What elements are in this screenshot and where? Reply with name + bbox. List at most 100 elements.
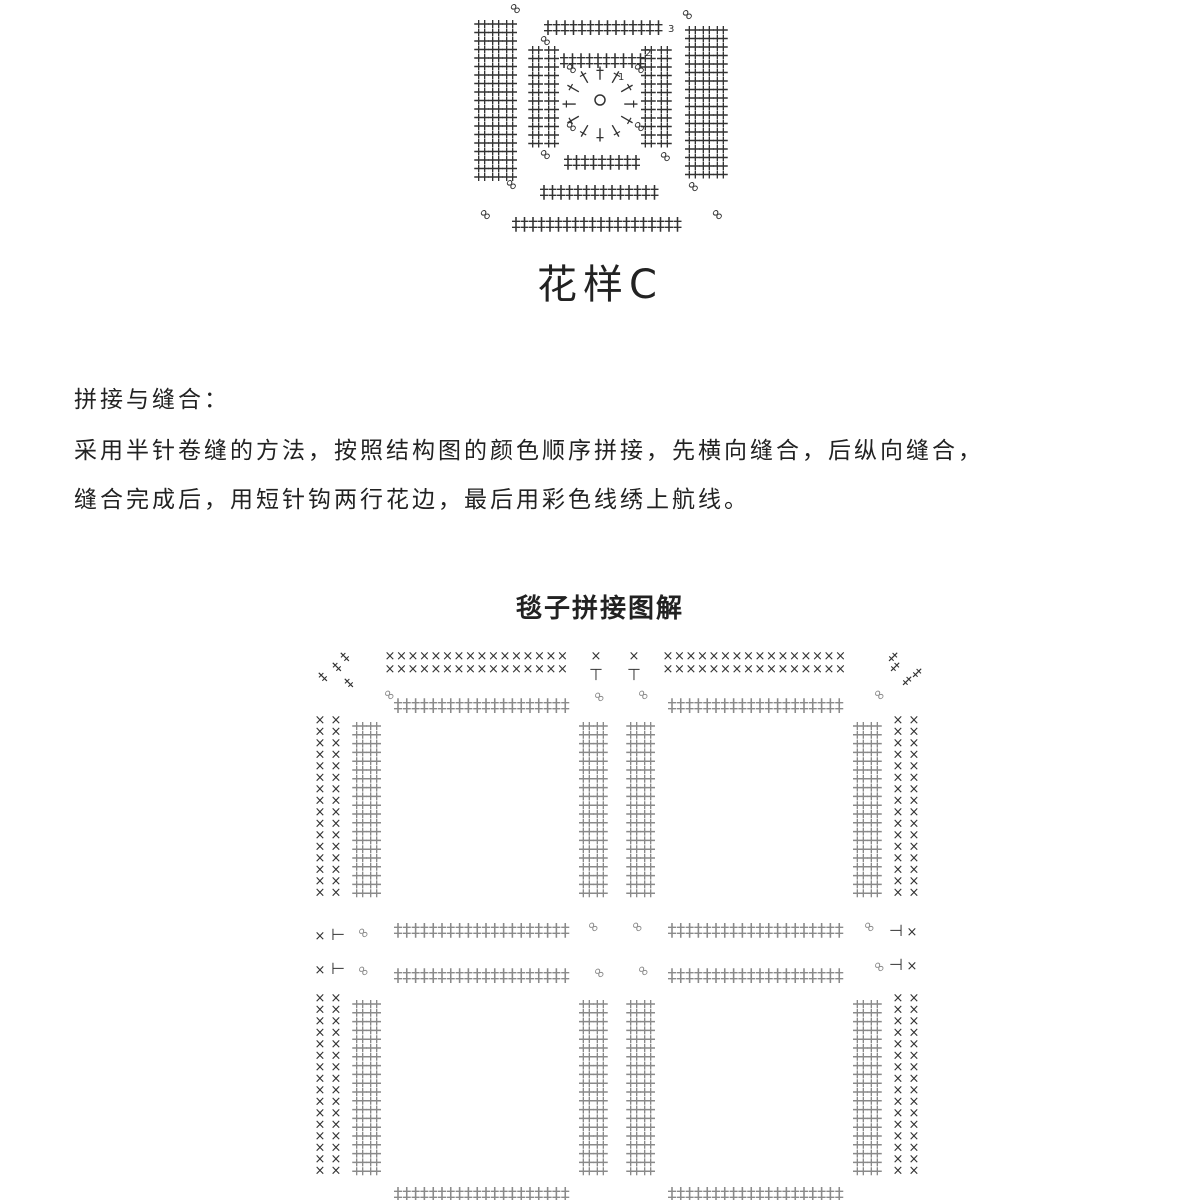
double-crochet-symbol: ‡	[710, 68, 731, 77]
single-crochet-x-symbol: ×	[315, 794, 326, 809]
double-crochet-symbol: ‡	[590, 1035, 611, 1044]
double-crochet-symbol: ‡	[590, 871, 611, 880]
double-crochet-symbol: ‡	[638, 139, 659, 148]
single-crochet-x-symbol: ×	[488, 662, 499, 677]
double-crochet-symbol: ‡	[623, 1035, 644, 1044]
double-crochet-symbol: ‡	[590, 1123, 611, 1132]
single-crochet-x-symbol: ×	[743, 662, 754, 677]
single-crochet-x-symbol: ×	[893, 1141, 904, 1156]
double-crochet-symbol: ‡	[637, 774, 658, 783]
double-crochet-symbol: ‡	[482, 1184, 491, 1200]
double-crochet-symbol: ‡	[590, 1132, 611, 1141]
double-crochet-symbol: ‡	[349, 862, 370, 871]
double-crochet-symbol: ‡	[623, 1167, 644, 1176]
single-crochet-x-symbol: ×	[465, 649, 476, 664]
double-crochet-symbol: ‡	[623, 818, 644, 827]
double-crochet-symbol: ‡	[599, 182, 608, 203]
double-crochet-symbol: ‡	[590, 1105, 611, 1114]
double-crochet-symbol: ‡	[850, 730, 871, 739]
double-crochet-symbol: ‡	[576, 1017, 597, 1026]
double-crochet-symbol: ‡	[623, 1079, 644, 1088]
double-crochet-symbol: ‡	[850, 810, 871, 819]
double-crochet-symbol: ‡	[696, 162, 717, 171]
double-crochet-symbol: ‡	[864, 1105, 885, 1114]
double-crochet-symbol: ‡	[738, 1184, 747, 1200]
double-crochet-symbol: ‡	[485, 37, 506, 46]
double-crochet-symbol: ‡	[850, 1052, 871, 1061]
double-crochet-symbol: ‡	[850, 1149, 871, 1158]
double-crochet-symbol: ‡	[473, 920, 482, 941]
single-crochet-x-symbol: ×	[419, 649, 430, 664]
double-crochet-symbol: ‡	[710, 26, 731, 35]
double-crochet-symbol: ‡	[508, 1184, 517, 1200]
double-crochet-symbol: ‡	[864, 845, 885, 854]
double-crochet-symbol: ‡	[637, 1079, 658, 1088]
double-crochet-symbol: ‡	[576, 1158, 597, 1167]
double-crochet-symbol: ‡	[729, 1184, 738, 1200]
section-heading: 拼接与缝合：	[74, 387, 230, 413]
double-crochet-symbol: ‡	[864, 818, 885, 827]
double-crochet-symbol: ‡	[850, 836, 871, 845]
double-crochet-symbol: ‡	[637, 1000, 658, 1009]
join-diagram-title: 毯子拼接图解	[515, 594, 684, 624]
single-crochet-x-symbol: ×	[315, 1014, 326, 1029]
double-crochet-symbol: ‡	[590, 810, 611, 819]
double-crochet-symbol: ‡	[590, 1052, 611, 1061]
double-crochet-symbol: ‡	[637, 880, 658, 889]
double-crochet-symbol: ‡	[576, 1026, 597, 1035]
double-crochet-symbol: ‡	[561, 17, 570, 38]
double-crochet-symbol: ‡	[429, 1184, 438, 1200]
single-crochet-x-symbol: ×	[789, 649, 800, 664]
double-crochet-symbol: ‡	[682, 60, 703, 69]
double-crochet-symbol: ‡	[590, 1088, 611, 1097]
single-crochet-x-symbol: ×	[909, 1049, 920, 1064]
double-crochet-symbol: ‡	[637, 757, 658, 766]
double-crochet-symbol: ‡	[429, 965, 438, 986]
single-crochet-x-symbol: ×	[315, 1037, 326, 1052]
double-crochet-symbol: ‡	[590, 836, 611, 845]
double-crochet-symbol: ‡	[632, 152, 641, 173]
double-crochet-symbol: ‡	[586, 17, 595, 38]
double-crochet-symbol: ‡	[541, 54, 562, 63]
double-crochet-symbol: ‡	[864, 1158, 885, 1167]
double-crochet-symbol: ‡	[485, 147, 506, 156]
single-crochet-x-symbol: ×	[697, 649, 708, 664]
double-crochet-symbol: ‡	[499, 173, 520, 182]
double-crochet-symbol: ‡	[835, 965, 844, 986]
single-crochet-x-symbol: ×	[315, 1083, 326, 1098]
double-crochet-symbol: ‡	[485, 130, 506, 139]
single-crochet-x-symbol: ×	[331, 1026, 342, 1041]
double-crochet-symbol: ‡	[485, 164, 506, 173]
double-crochet-symbol: ‡	[552, 695, 561, 716]
double-crochet-symbol: ‡	[864, 1017, 885, 1026]
double-crochet-symbol: ‡	[411, 695, 420, 716]
single-crochet-x-symbol: ×	[801, 662, 812, 677]
double-crochet-symbol: ‡	[541, 114, 562, 123]
double-crochet-symbol: ‡	[685, 1184, 694, 1200]
double-crochet-symbol: ‡	[499, 54, 520, 63]
double-crochet-symbol: †	[562, 80, 582, 96]
double-crochet-symbol: ‡	[576, 1044, 597, 1053]
double-crochet-symbol: ‡	[576, 792, 597, 801]
double-crochet-symbol: †	[559, 100, 578, 108]
double-crochet-symbol: ‡	[676, 1184, 685, 1200]
double-crochet-symbol: ‡	[411, 965, 420, 986]
single-crochet-x-symbol: ⊣	[889, 955, 903, 974]
double-crochet-symbol: ‡	[482, 695, 491, 716]
double-crochet-symbol: ‡	[782, 695, 791, 716]
double-crochet-symbol: ‡	[485, 113, 506, 122]
double-crochet-symbol: ‡	[682, 85, 703, 94]
single-crochet-x-symbol: ×	[893, 805, 904, 820]
chain-symbol: ∞	[627, 916, 649, 938]
single-crochet-x-symbol: ⊢	[331, 925, 345, 944]
double-crochet-symbol: ‡	[590, 1149, 611, 1158]
double-crochet-symbol: ‡	[541, 122, 562, 131]
double-crochet-symbol: ‡	[582, 182, 591, 203]
double-crochet-symbol: ‡	[623, 1105, 644, 1114]
single-crochet-x-symbol: ×	[500, 649, 511, 664]
double-crochet-symbol: ‡	[782, 965, 791, 986]
double-crochet-symbol: ‡	[638, 46, 659, 55]
double-crochet-symbol: ‡	[623, 1052, 644, 1061]
double-crochet-symbol: ‡	[541, 88, 562, 97]
double-crochet-symbol: ‡	[485, 28, 506, 37]
